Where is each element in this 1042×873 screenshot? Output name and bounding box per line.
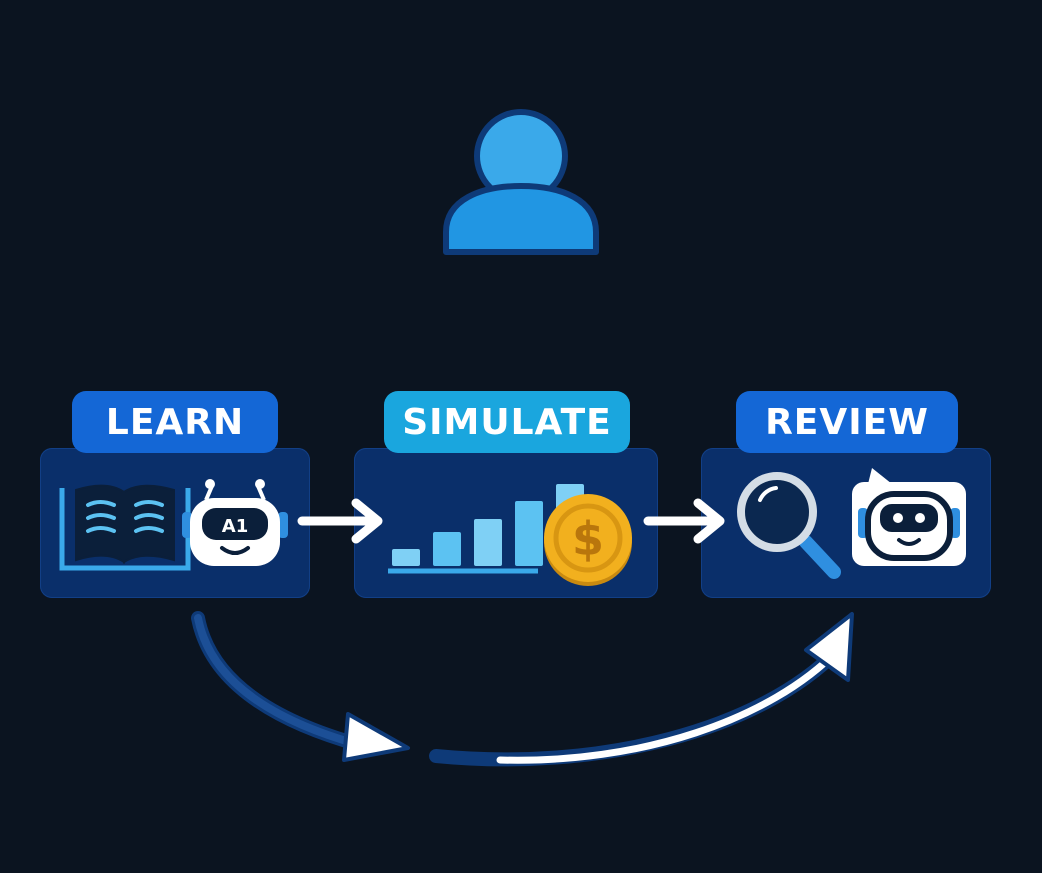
curved-arrow-icon: [191, 611, 410, 762]
chart-bar: [433, 532, 461, 566]
magnifier-icon: [737, 472, 841, 579]
robot-badge-text: A1: [222, 516, 248, 537]
robot-icon: A1: [182, 479, 288, 566]
chat-robot-icon: [852, 468, 966, 566]
coin-symbol: $: [572, 512, 604, 566]
chart-bar: [474, 519, 502, 566]
chart-bar: [392, 549, 420, 566]
arrow-right-icon: [643, 498, 725, 544]
coin-icon: $: [544, 494, 632, 586]
book-icon: [59, 484, 191, 571]
chart-bar: [515, 501, 543, 566]
arrow-right-icon: [297, 498, 383, 544]
curved-arrow-icon: [429, 612, 854, 767]
learn-label: LEARN: [72, 391, 278, 453]
review-label: REVIEW: [736, 391, 958, 453]
simulate-label: SIMULATE: [384, 391, 630, 453]
